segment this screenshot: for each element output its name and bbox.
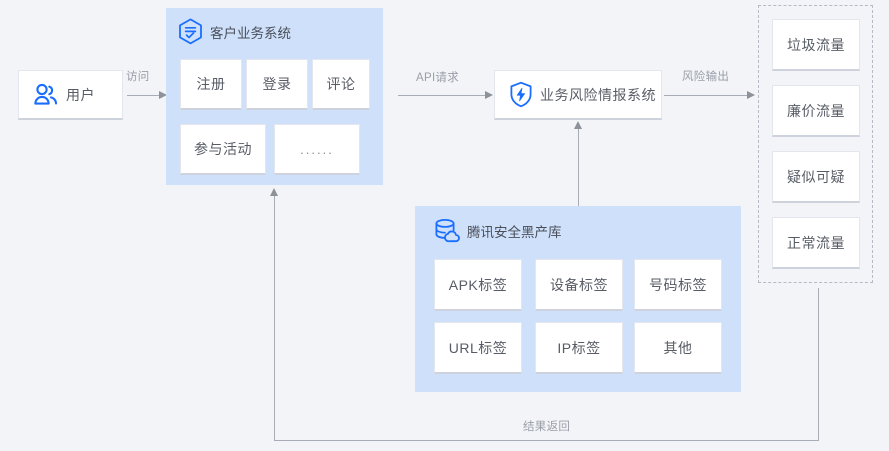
edge-risk-output-line <box>664 95 748 96</box>
module-login[interactable]: 登录 <box>246 59 308 110</box>
tag-other-label: 其他 <box>663 339 693 356</box>
output-normal-traffic-label: 正常流量 <box>787 234 845 251</box>
module-register[interactable]: 注册 <box>180 59 242 110</box>
module-activity-label: 参与活动 <box>194 141 252 157</box>
output-normal-traffic[interactable]: 正常流量 <box>772 217 860 269</box>
return-path-bottom-segment <box>274 440 819 441</box>
output-suspicious-traffic[interactable]: 疑似可疑 <box>772 151 860 203</box>
tag-url-label: URL标签 <box>448 339 508 356</box>
customer-system-title-label: 客户业务系统 <box>210 25 291 41</box>
edge-library-up-arrow <box>574 121 582 129</box>
users-icon <box>33 83 59 107</box>
edge-api-arrow <box>485 90 493 99</box>
output-cheap-traffic-label: 廉价流量 <box>787 102 845 119</box>
risk-system-label: 业务风险情报系统 <box>540 86 656 103</box>
module-register-label: 注册 <box>196 76 226 92</box>
module-more[interactable]: ...... <box>274 124 360 175</box>
edge-api-line <box>398 95 486 96</box>
tag-apk[interactable]: APK标签 <box>434 259 522 311</box>
shield-bolt-icon <box>509 81 533 108</box>
tag-device-label: 设备标签 <box>550 276 608 293</box>
module-more-label: ...... <box>300 141 334 157</box>
tag-number[interactable]: 号码标签 <box>634 259 722 311</box>
tag-device[interactable]: 设备标签 <box>535 259 623 311</box>
black-library-title-label: 腾讯安全黑产库 <box>467 225 562 240</box>
return-path-right-segment <box>818 288 819 440</box>
edge-label-result-return: 结果返回 <box>523 421 571 433</box>
database-cloud-icon <box>432 218 460 244</box>
edge-library-up-line <box>578 128 579 206</box>
risk-system-node[interactable]: 业务风险情报系统 <box>494 70 662 120</box>
tag-ip-label: IP标签 <box>557 339 601 356</box>
module-activity[interactable]: 参与活动 <box>180 124 266 175</box>
output-cheap-traffic[interactable]: 廉价流量 <box>772 85 860 137</box>
output-suspicious-traffic-label: 疑似可疑 <box>787 168 845 185</box>
user-node-label: 用户 <box>66 86 95 103</box>
module-login-label: 登录 <box>262 76 292 92</box>
black-library-title: 腾讯安全黑产库 <box>432 218 562 244</box>
edge-label-api-request: API请求 <box>416 72 460 84</box>
return-path-arrow <box>270 188 278 196</box>
edge-access-arrow <box>159 90 167 99</box>
tag-apk-label: APK标签 <box>448 276 508 293</box>
output-spam-traffic[interactable]: 垃圾流量 <box>772 19 860 71</box>
customer-system-title: 客户业务系统 <box>178 18 291 45</box>
tag-other[interactable]: 其他 <box>634 322 722 374</box>
module-comment-label: 评论 <box>326 76 356 92</box>
hexagon-check-icon <box>178 18 203 45</box>
user-node[interactable]: 用户 <box>18 70 123 120</box>
output-spam-traffic-label: 垃圾流量 <box>787 36 845 53</box>
edge-access-line <box>127 95 160 96</box>
edge-label-risk-output: 风险输出 <box>682 71 730 83</box>
tag-ip[interactable]: IP标签 <box>535 322 623 374</box>
edge-label-access: 访问 <box>126 71 150 83</box>
tag-url[interactable]: URL标签 <box>434 322 522 374</box>
tag-number-label: 号码标签 <box>649 276 707 293</box>
module-comment[interactable]: 评论 <box>312 59 370 110</box>
risk-output-group <box>758 5 873 283</box>
edge-risk-output-arrow <box>747 90 755 99</box>
return-path-left-segment <box>274 196 275 441</box>
